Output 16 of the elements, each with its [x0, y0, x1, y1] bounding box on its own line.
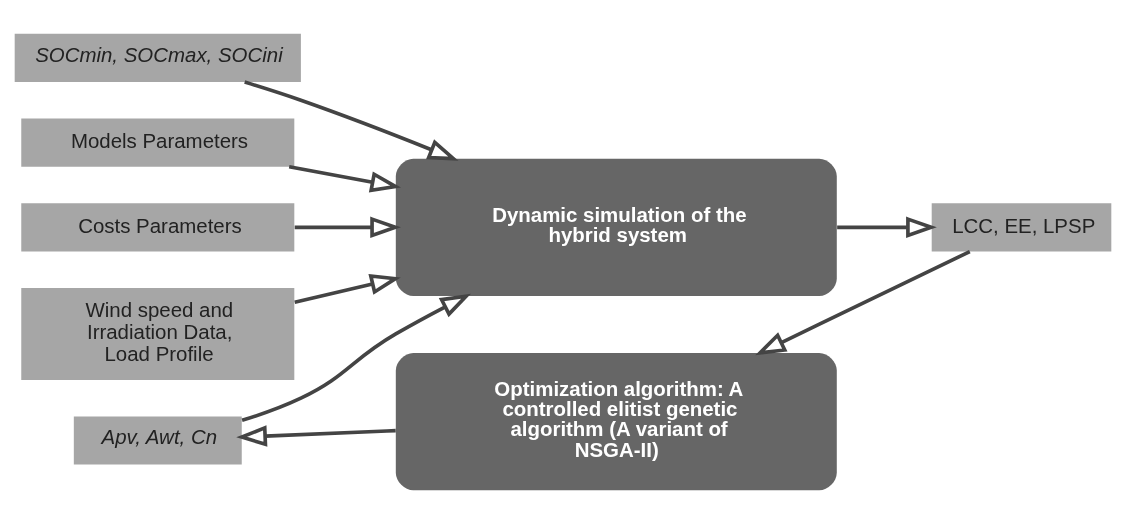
arrow: [755, 249, 971, 355]
arrow: [241, 293, 471, 422]
arrow: [837, 216, 937, 238]
node-box: Models Parameters: [21, 118, 295, 167]
arrow: [294, 216, 401, 238]
node-box: SOCmin, SOCmax, SOCini: [14, 33, 301, 82]
arrow: [244, 79, 459, 161]
node-box: LCC, EE, LPSP: [931, 202, 1112, 251]
arrow: [288, 164, 402, 193]
arrow: [294, 273, 401, 304]
node-box: Apv, Awt, Cn: [73, 415, 242, 465]
arrow: [236, 424, 396, 447]
node-box: Dynamic simulation of the hybrid system: [395, 158, 837, 296]
node-box: Costs Parameters: [21, 202, 295, 251]
node-box: Wind speed and Irradiation Data, Load Profile: [21, 287, 295, 380]
node-box: Optimization algorithm: A controlled elitist genetic algorithm (A variant of NSGA-II): [395, 352, 837, 490]
